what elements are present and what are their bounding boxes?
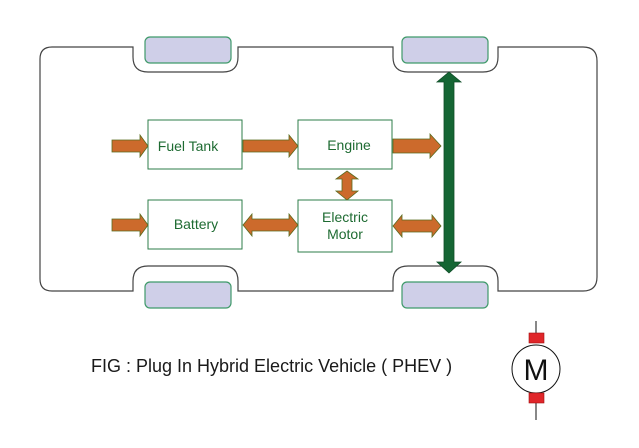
battery-box	[147, 199, 243, 250]
fuel-input-arrow	[111, 133, 149, 159]
engine-motor-arrow	[334, 170, 360, 201]
fuel-tank-box	[147, 119, 243, 170]
engine-label: Engine	[327, 137, 371, 153]
electric-motor-label-line2: Motor	[327, 226, 363, 242]
motor-letter: M	[524, 354, 549, 387]
wheel-rear-right	[401, 281, 489, 309]
electric-motor-label-line1: Electric	[322, 209, 368, 225]
electric-motor-box	[297, 199, 393, 253]
battery-label: Battery	[174, 216, 218, 232]
fuel-tank-label: Fuel Tank	[158, 138, 219, 154]
engine-to-axle-arrow	[392, 132, 442, 160]
wheel-rear-left	[144, 281, 232, 309]
wheel-front-left	[144, 36, 232, 64]
charge-input-arrow	[111, 212, 149, 238]
vehicle-body-outline	[39, 46, 598, 292]
drive-axle-arrow	[435, 71, 463, 274]
engine-box	[297, 119, 393, 170]
wheel-front-right	[401, 36, 489, 64]
motor-symbol-icon: M	[511, 321, 561, 420]
motor-terminal-top	[528, 332, 545, 344]
fuel-to-engine-arrow	[242, 133, 299, 159]
motor-axle-arrow	[392, 213, 442, 239]
figure-caption: FIG : Plug In Hybrid Electric Vehicle ( …	[91, 356, 452, 376]
battery-motor-arrow	[242, 212, 299, 238]
motor-terminal-bottom	[528, 392, 545, 404]
